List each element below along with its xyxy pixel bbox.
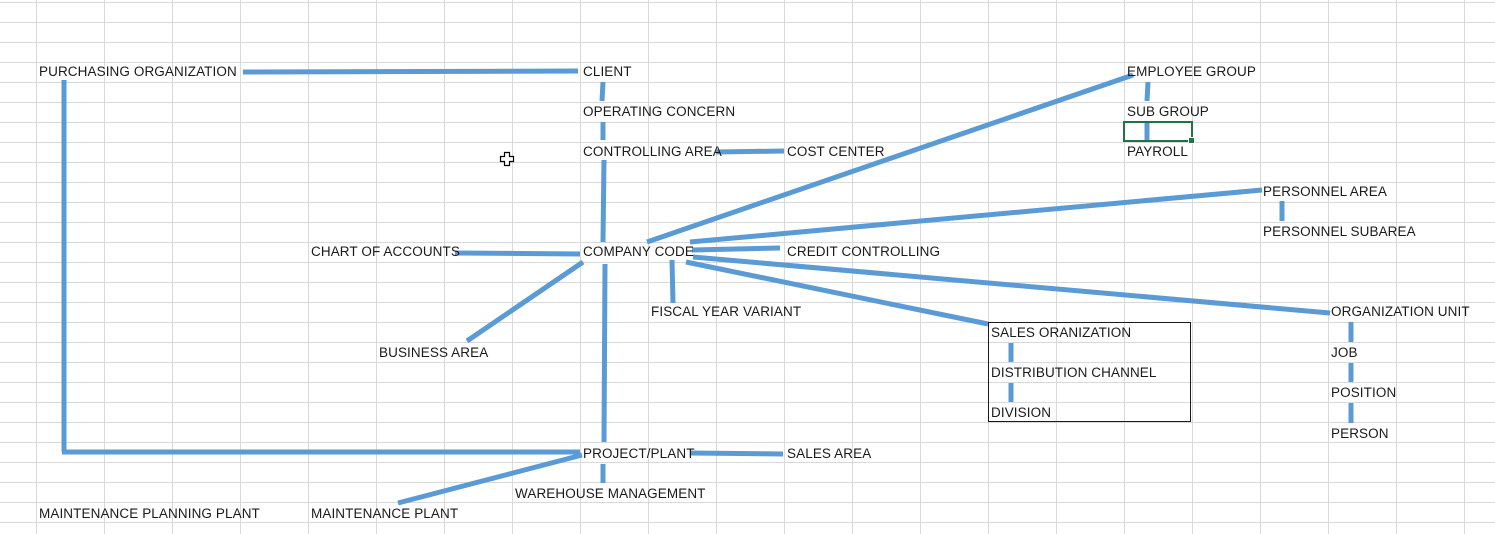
node-maintenance-plant[interactable]: MAINTENANCE PLANT [311, 506, 459, 521]
fill-handle[interactable] [1188, 137, 1195, 144]
connector-employee-subgroup [1144, 81, 1151, 102]
node-maintenance-planning-plant[interactable]: MAINTENANCE PLANNING PLANT [39, 506, 260, 521]
node-payroll[interactable]: PAYROLL [1127, 144, 1188, 159]
node-operating-concern[interactable]: OPERATING CONCERN [583, 104, 736, 119]
excel-cross-cursor-icon [499, 151, 515, 167]
connector-purchasing-client [242, 68, 579, 75]
node-credit-controlling[interactable]: CREDIT CONTROLLING [787, 244, 941, 259]
node-personnel-subarea[interactable]: PERSONNEL SUBAREA [1263, 224, 1416, 239]
connector-client-operating [599, 81, 606, 102]
node-position[interactable]: POSITION [1331, 385, 1397, 400]
sales-organization-group-box [988, 322, 1191, 422]
connector-company-employee [646, 72, 1134, 245]
node-division[interactable]: DIVISION [991, 405, 1052, 420]
connector-company-plant [601, 263, 608, 443]
node-project-plant[interactable]: PROJECT/PLANT [583, 446, 695, 461]
node-sales-area[interactable]: SALES AREA [787, 446, 872, 461]
node-company-code[interactable]: COMPANY CODE [583, 244, 694, 259]
connector-company-fiscal [669, 259, 676, 304]
node-personnel-area[interactable]: PERSONNEL AREA [1263, 184, 1387, 199]
node-chart-of-accounts[interactable]: CHART OF ACCOUNTS [311, 244, 460, 259]
node-organization-unit[interactable]: ORGANIZATION UNIT [1331, 304, 1470, 319]
row-header-column[interactable] [0, 0, 37, 534]
node-job[interactable]: JOB [1331, 345, 1358, 360]
node-sales-organization[interactable]: SALES ORANIZATION [991, 325, 1132, 340]
connector-company-chart [454, 250, 581, 257]
node-warehouse-management[interactable]: WAREHOUSE MANAGEMENT [515, 486, 706, 501]
connector-controlling-costcenter [715, 148, 785, 155]
node-cost-center[interactable]: COST CENTER [787, 144, 885, 159]
connector-company-sales [685, 259, 989, 327]
connector-company-business [465, 259, 585, 344]
node-controlling-area[interactable]: CONTROLLING AREA [583, 144, 722, 159]
node-purchasing-organization[interactable]: PURCHASING ORGANIZATION [39, 64, 237, 79]
node-business-area[interactable]: BUSINESS AREA [379, 345, 489, 360]
selected-cell[interactable] [1123, 121, 1195, 144]
node-fiscal-year-variant[interactable]: FISCAL YEAR VARIANT [651, 304, 802, 319]
connector-plant-salesarea [689, 450, 784, 457]
node-person[interactable]: PERSON [1331, 426, 1389, 441]
connector-controlling-company [600, 159, 607, 243]
node-client[interactable]: CLIENT [583, 64, 632, 79]
connector-company-personnel [689, 187, 1263, 245]
connector-company-credit [691, 245, 781, 253]
connector-company-orgunit [692, 254, 1331, 316]
node-employee-group[interactable]: EMPLOYEE GROUP [1127, 64, 1256, 79]
connector-plant-maintenance [397, 452, 583, 506]
node-sub-group[interactable]: SUB GROUP [1127, 104, 1209, 119]
node-distribution-channel[interactable]: DISTRIBUTION CHANNEL [991, 365, 1157, 380]
